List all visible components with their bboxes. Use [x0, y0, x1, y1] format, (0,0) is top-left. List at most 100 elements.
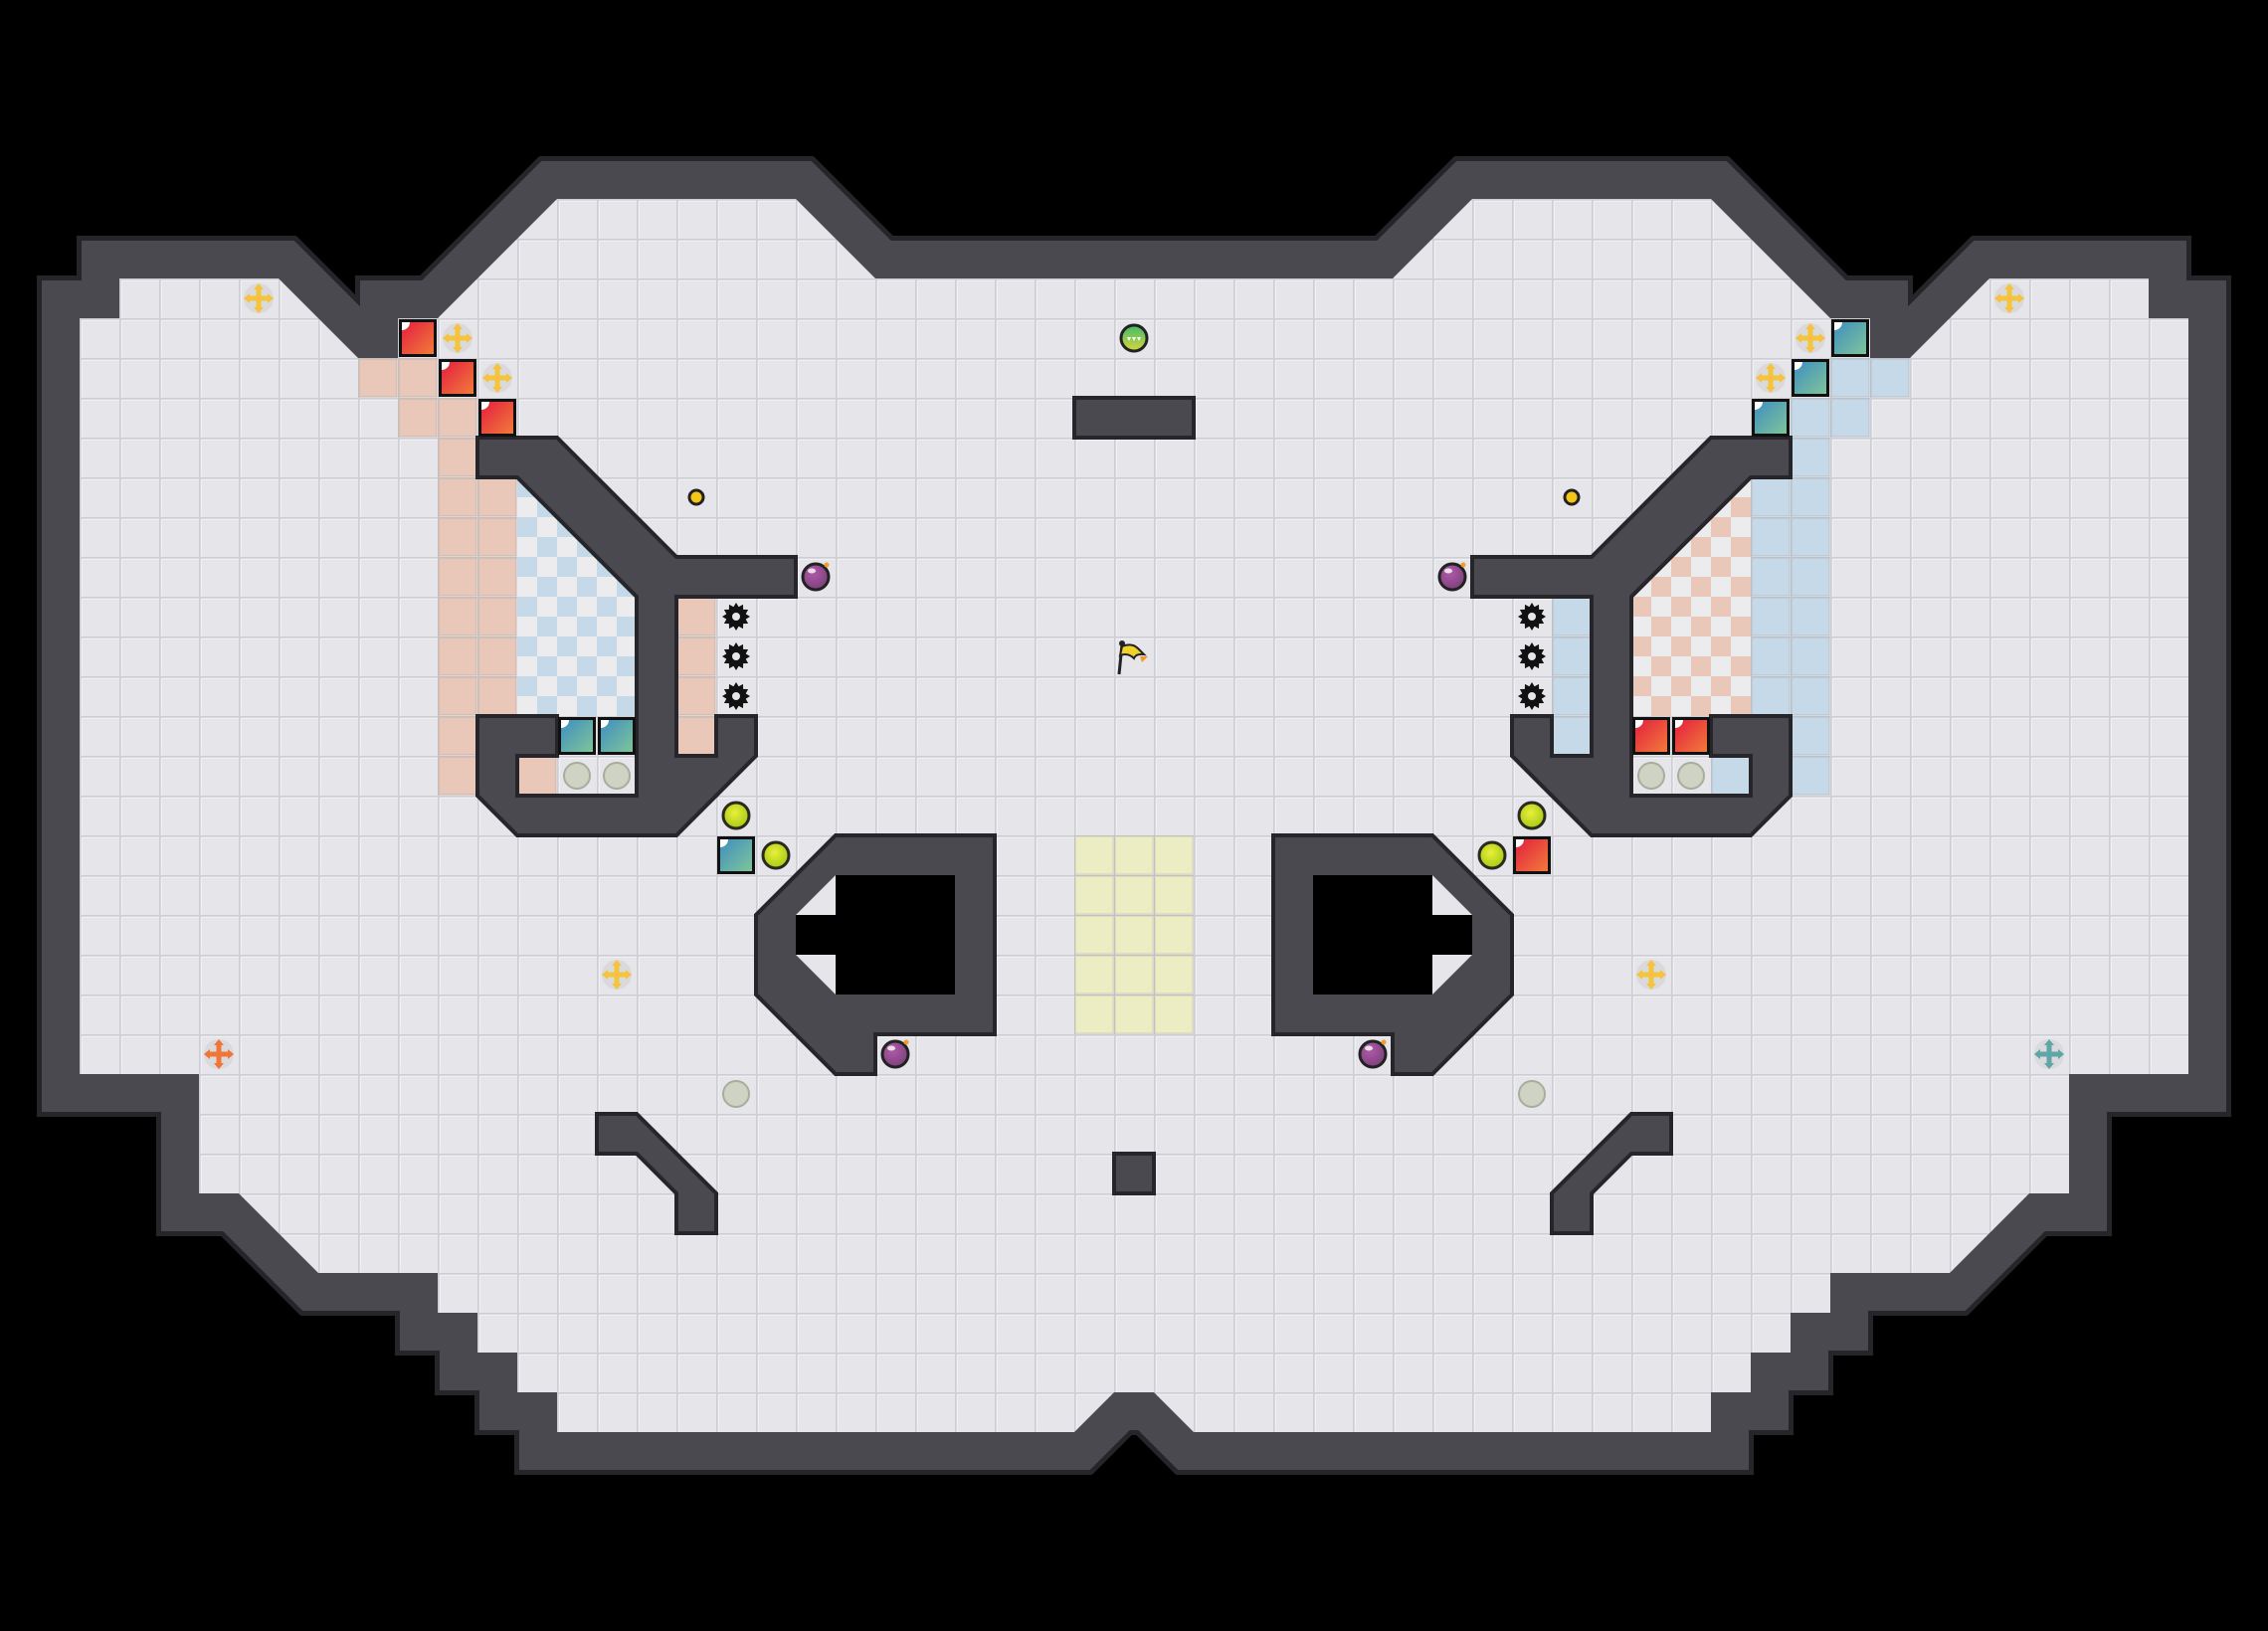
blue-zone-tile: [1791, 636, 1830, 676]
red-zone-tile: [477, 557, 517, 597]
gear-spike-icon[interactable]: [1518, 642, 1546, 670]
blue-checker-tile: [557, 676, 597, 716]
blue-checker-tile: [557, 636, 597, 676]
blue-zone-tile: [1711, 756, 1751, 796]
red-zone-tile: [676, 676, 716, 716]
red-zone-tile: [477, 517, 517, 557]
blue-zone-tile: [1791, 756, 1830, 796]
red-block-icon[interactable]: [1632, 717, 1670, 755]
red-zone-tile: [438, 517, 477, 557]
move-cross-icon[interactable]: [2034, 1039, 2064, 1069]
gray-pad-icon[interactable]: [722, 1080, 750, 1108]
move-cross-icon[interactable]: [602, 960, 632, 990]
neutral-zone-tile: [1154, 875, 1194, 915]
move-cross-icon[interactable]: [244, 283, 274, 313]
blue-checker-tile: [517, 636, 557, 676]
red-block-icon[interactable]: [439, 359, 476, 397]
move-cross-icon[interactable]: [1636, 960, 1666, 990]
blue-checker-tile: [557, 597, 597, 636]
red-checker-tile: [1631, 636, 1671, 676]
red-zone-tile: [517, 756, 557, 796]
gray-pad-icon[interactable]: [563, 762, 591, 790]
bomb-icon[interactable]: [1437, 562, 1467, 592]
blue-zone-tile: [1791, 597, 1830, 636]
lime-orb-icon[interactable]: [1477, 840, 1507, 870]
red-zone-tile: [438, 557, 477, 597]
lime-orb-icon[interactable]: [1517, 801, 1547, 830]
red-zone-tile: [676, 597, 716, 636]
pit-corner: [1432, 955, 1472, 995]
teal-block-icon[interactable]: [1792, 359, 1829, 397]
blue-zone-tile: [1830, 358, 1870, 398]
red-zone-tile: [398, 398, 438, 438]
red-block-icon[interactable]: [1672, 717, 1710, 755]
blue-checker-tile: [517, 517, 557, 557]
gear-spike-icon[interactable]: [722, 682, 750, 710]
blue-zone-tile: [1830, 398, 1870, 438]
neutral-zone-tile: [1114, 955, 1154, 995]
move-cross-icon[interactable]: [1796, 323, 1825, 353]
red-zone-tile: [358, 358, 398, 398]
blue-zone-tile: [1791, 477, 1830, 517]
pit-corner: [1432, 875, 1472, 915]
red-zone-tile: [438, 597, 477, 636]
gear-spike-icon[interactable]: [1518, 603, 1546, 631]
bomb-icon[interactable]: [1358, 1039, 1388, 1069]
move-cross-icon[interactable]: [204, 1039, 234, 1069]
lime-orb-icon[interactable]: [761, 840, 791, 870]
red-zone-tile: [676, 716, 716, 756]
base-wall: [1470, 436, 1793, 837]
blue-checker-tile: [517, 597, 557, 636]
red-zone-tile: [438, 636, 477, 676]
pit-corner: [796, 875, 836, 915]
gear-spike-icon[interactable]: [722, 642, 750, 670]
teal-block-icon[interactable]: [1752, 399, 1790, 437]
neutral-zone-tile: [1074, 875, 1114, 915]
blue-checker-tile: [597, 636, 637, 676]
gray-pad-icon[interactable]: [1677, 762, 1705, 790]
teal-block-icon[interactable]: [1831, 319, 1869, 357]
move-cross-icon[interactable]: [482, 363, 512, 393]
blue-zone-tile: [1791, 398, 1830, 438]
teal-block-icon[interactable]: [598, 717, 636, 755]
move-cross-icon[interactable]: [1756, 363, 1786, 393]
blue-zone-tile: [1751, 676, 1791, 716]
angled-wall: [595, 1112, 718, 1235]
red-checker-tile: [1711, 517, 1751, 557]
bomb-icon[interactable]: [801, 562, 831, 592]
red-block-icon[interactable]: [478, 399, 516, 437]
neutral-zone-tile: [1114, 835, 1154, 875]
move-cross-icon[interactable]: [1994, 283, 2024, 313]
gray-pad-icon[interactable]: [1637, 762, 1665, 790]
lime-orb-icon[interactable]: [721, 801, 751, 830]
blue-checker-tile: [517, 676, 557, 716]
gear-spike-icon[interactable]: [1518, 682, 1546, 710]
teal-block-icon[interactable]: [558, 717, 596, 755]
red-zone-tile: [438, 716, 477, 756]
gray-pad-icon[interactable]: [1518, 1080, 1546, 1108]
blue-checker-tile: [597, 676, 637, 716]
coin-icon[interactable]: [687, 488, 705, 506]
teal-block-icon[interactable]: [717, 836, 755, 874]
neutral-zone-tile: [1074, 995, 1114, 1034]
red-block-icon[interactable]: [399, 319, 437, 357]
flag-icon[interactable]: [1117, 640, 1148, 675]
red-zone-tile: [477, 597, 517, 636]
blue-zone-tile: [1791, 676, 1830, 716]
red-checker-tile: [1671, 557, 1711, 597]
gear-spike-icon[interactable]: [722, 603, 750, 631]
red-zone-tile: [477, 477, 517, 517]
blue-zone-tile: [1870, 358, 1910, 398]
red-zone-tile: [676, 636, 716, 676]
blue-zone-tile: [1751, 477, 1791, 517]
red-zone-tile: [438, 676, 477, 716]
bomb-icon[interactable]: [880, 1039, 910, 1069]
neutral-zone-tile: [1074, 835, 1114, 875]
move-cross-icon[interactable]: [443, 323, 472, 353]
speed-boost-icon[interactable]: [1119, 323, 1149, 353]
gray-pad-icon[interactable]: [603, 762, 631, 790]
neutral-zone-tile: [1114, 875, 1154, 915]
red-block-icon[interactable]: [1513, 836, 1551, 874]
coin-icon[interactable]: [1563, 488, 1581, 506]
